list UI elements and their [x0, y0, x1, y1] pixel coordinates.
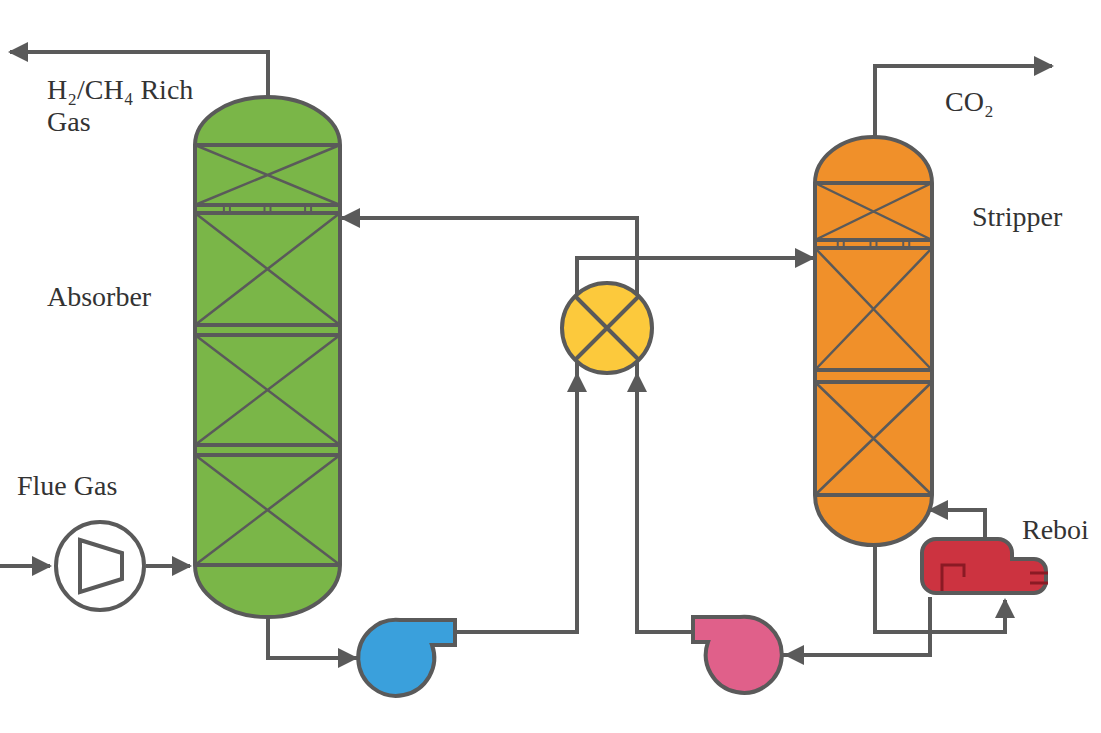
- co2-outlet-line: [875, 66, 1052, 139]
- stream-label: H₂/CH₄ Rich Gas: [47, 74, 197, 138]
- compressor-symbol: [56, 522, 144, 610]
- stream-label: Flue Gas: [17, 470, 117, 502]
- process-stream: [930, 510, 985, 537]
- reboiler-internals: [942, 565, 1048, 591]
- exchanger-inlet-arrow: [575, 374, 579, 400]
- lean-pump-symbol: [693, 617, 782, 693]
- pump-inlet-arrow: [786, 653, 810, 657]
- node-outline: [815, 137, 932, 545]
- column-internals: [195, 145, 340, 565]
- equipment-label: Stripper: [972, 201, 1062, 233]
- heat-exchanger-symbol: [562, 283, 652, 373]
- process-stream: [268, 258, 813, 658]
- column-shell: [195, 97, 340, 617]
- column-internals: [815, 183, 932, 495]
- column-shell: [815, 137, 932, 545]
- node-outline: [195, 97, 340, 617]
- flue-gas-feed-line: [146, 564, 190, 568]
- equipment-label: Reboi: [1022, 514, 1089, 546]
- stripper-column: Stripper: [815, 137, 932, 545]
- reboiler-vessel: Reboi: [920, 535, 1050, 597]
- flue-gas-inlet-line: [0, 564, 50, 568]
- exchanger-inlet-arrow: [635, 374, 639, 400]
- rich-pump-symbol: [358, 620, 455, 696]
- absorber-column: Absorber: [195, 97, 340, 617]
- equipment-label: Absorber: [47, 281, 151, 313]
- pump-inlet-arrow: [340, 656, 356, 660]
- stream-label: CO₂: [945, 86, 994, 118]
